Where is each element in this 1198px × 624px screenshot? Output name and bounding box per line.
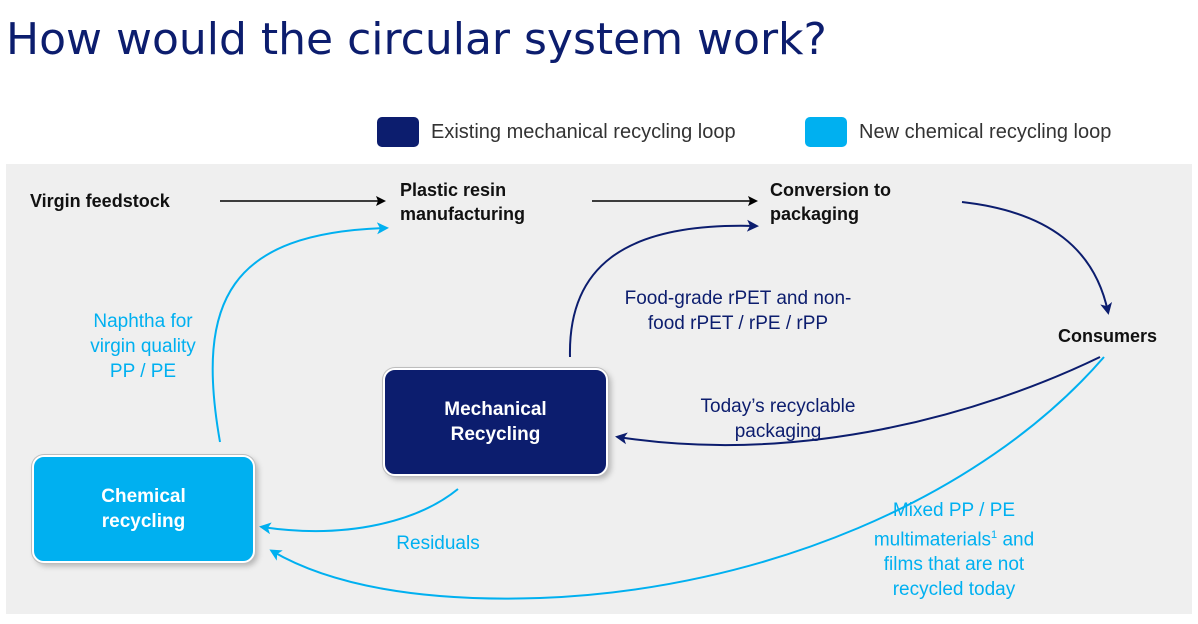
node-consumers: Consumers [1058, 324, 1157, 348]
chemical-line1: Chemical [101, 486, 186, 507]
node-resin-line1: Plastic resin [400, 180, 507, 200]
label-todays-line1: Today’s recyclable [700, 396, 856, 417]
label-mixed-line2-main: multimaterials [873, 529, 992, 551]
chemical-recycling-box: Chemical recycling [32, 455, 255, 563]
label-todays-line2: packaging [734, 421, 822, 442]
label-todays-recyclable: Today’s recyclable packaging [668, 394, 888, 444]
legend-label-new: New chemical recycling loop [859, 120, 1112, 143]
label-food-grade-line1: Food-grade rPET and non- [624, 288, 852, 309]
label-mixed-line2: multimaterials1 and [842, 523, 1066, 552]
arrow-chemical-to-resin [211, 222, 389, 443]
legend-new: New chemical recycling loop [805, 117, 1111, 147]
page-title: How would the circular system work? [6, 14, 827, 65]
label-residuals: Residuals [380, 531, 496, 556]
arrow-conversion-to-consumers [961, 201, 1113, 315]
node-conversion-to-packaging: Conversion to packaging [770, 178, 891, 226]
label-naphtha: Naphtha for virgin quality PP / PE [68, 309, 218, 384]
label-food-grade: Food-grade rPET and non- food rPET / rPE… [596, 286, 880, 336]
label-mixed-line4: recycled today [892, 579, 1016, 601]
arrow-mechanical-residuals-to-chemical [259, 488, 459, 535]
label-naphtha-line1: Naphtha for [93, 311, 193, 332]
node-virgin-feedstock: Virgin feedstock [30, 189, 170, 213]
label-food-grade-line2: food rPET / rPE / rPP [647, 313, 829, 334]
arrow-mechanical-to-conversion [568, 219, 759, 358]
legend-swatch-existing [377, 117, 419, 147]
legend-swatch-new [805, 117, 847, 147]
node-conversion-line1: Conversion to [770, 180, 892, 200]
mechanical-line2: Recycling [450, 424, 541, 445]
node-conversion-line2: packaging [770, 204, 860, 224]
node-consumers-label: Consumers [1058, 326, 1158, 346]
arrow-consumers-to-mechanical [615, 356, 1101, 446]
label-mixed-line3: films that are not [883, 554, 1025, 576]
arrow-consumers-to-chemical [269, 356, 1105, 600]
label-residuals-text: Residuals [396, 533, 480, 554]
label-mixed-line1: Mixed PP / PE [892, 500, 1016, 521]
legend-existing: Existing mechanical recycling loop [377, 117, 736, 147]
label-mixed-line2-end: and [997, 529, 1035, 551]
mechanical-line1: Mechanical [444, 399, 547, 420]
chemical-line2: recycling [101, 511, 186, 532]
footnote-marker: 1 [991, 529, 998, 541]
mechanical-recycling-box: Mechanical Recycling [383, 368, 608, 476]
node-resin-manufacturing: Plastic resin manufacturing [400, 178, 525, 226]
legend-label-existing: Existing mechanical recycling loop [431, 120, 736, 143]
label-naphtha-line3: PP / PE [109, 361, 177, 382]
node-virgin-feedstock-label: Virgin feedstock [30, 191, 170, 211]
label-naphtha-line2: virgin quality [90, 336, 196, 357]
node-resin-line2: manufacturing [400, 204, 526, 224]
label-mixed-pp-pe: Mixed PP / PE multimaterials1 and films … [842, 498, 1066, 602]
